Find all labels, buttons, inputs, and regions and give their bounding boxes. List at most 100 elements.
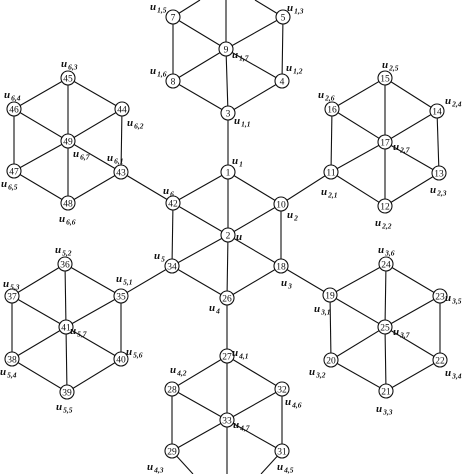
vertex-label: u1,3 [287, 2, 304, 16]
vertex-label: u2,7 [393, 141, 410, 155]
edge [227, 234, 282, 267]
edge [385, 359, 441, 392]
vertex-label: u3,1 [314, 303, 331, 317]
vertex-label: u1,7 [232, 49, 249, 63]
vertex-circle [165, 9, 181, 25]
vertex-circle [323, 164, 339, 180]
vertex-circle [219, 348, 235, 364]
vertex-number: 5 [281, 13, 286, 23]
vertex-label: u6,7 [73, 148, 90, 162]
edge [385, 263, 441, 297]
vertex-number: 10 [276, 200, 286, 210]
vertex-label: u5,7 [70, 325, 87, 339]
edge [225, 48, 283, 82]
edge [13, 108, 69, 142]
vertex-2: 2 [220, 227, 236, 243]
vertex-number: 9 [224, 45, 229, 55]
vertex-number: 15 [380, 74, 390, 84]
edge [280, 265, 331, 296]
edge [384, 110, 438, 143]
vertex-circle [164, 443, 180, 459]
vertex-label: u3 [281, 277, 292, 291]
vertex-circle [113, 351, 129, 367]
edge [13, 140, 69, 172]
vertex-number: 32 [277, 385, 287, 395]
vertex-24: 24 [378, 256, 394, 272]
edge [120, 265, 173, 297]
edge [384, 295, 441, 328]
edge [11, 326, 67, 360]
vertex-circle [377, 319, 393, 335]
vertex-19: 19 [322, 287, 338, 303]
edge [225, 16, 284, 50]
vertex-47: 47 [6, 163, 22, 179]
vertex-3: 3 [220, 105, 236, 121]
vertex-label: u1,1 [234, 115, 251, 129]
vertex-circle [57, 256, 73, 272]
vertex-number: 39 [62, 388, 72, 398]
vertex-label: u [236, 231, 242, 243]
vertex-10: 10 [273, 196, 289, 212]
edge [330, 171, 386, 207]
vertex-label: u5,5 [56, 401, 73, 415]
edge [67, 140, 122, 173]
edge [329, 263, 387, 296]
vertex-label: u2,6 [318, 89, 335, 103]
vertex-circle [58, 319, 74, 335]
edge [225, 48, 229, 114]
edge [226, 419, 283, 452]
edge [384, 326, 441, 361]
vertex-label: u6,1 [107, 152, 124, 166]
edge [330, 359, 387, 392]
vertex-17: 17 [377, 134, 393, 150]
vertex-label: u5,6 [126, 346, 143, 360]
edge [171, 202, 174, 267]
vertex-label: u5,4 [0, 366, 17, 380]
vertex-circle [431, 165, 447, 181]
vertex-label: u2 [287, 209, 298, 223]
vertex-circle [275, 9, 291, 25]
vertex-number: 33 [222, 416, 232, 426]
vertex-49: 49 [60, 133, 76, 149]
vertex-number: 46 [9, 105, 19, 115]
vertex-number: 23 [435, 292, 445, 302]
vertex-18: 18 [273, 258, 289, 274]
vertex-37: 37 [4, 288, 20, 304]
vertex-number: 44 [117, 105, 127, 115]
vertex-number: 1 [226, 168, 231, 178]
vertex-circle [219, 412, 235, 428]
vertex-number: 45 [63, 74, 73, 84]
vertex-23: 23 [432, 288, 448, 304]
edge [65, 295, 122, 328]
vertex-number: 43 [116, 168, 126, 178]
vertex-label: u5 [154, 250, 165, 264]
edge [226, 355, 283, 390]
edge [67, 108, 123, 142]
vertex-15: 15 [377, 70, 393, 86]
vertex-number: 16 [327, 105, 337, 115]
edge [11, 358, 68, 393]
vertex-circle [429, 103, 445, 119]
vertex-label: u3,7 [393, 326, 410, 340]
vertex-circle [377, 198, 393, 214]
vertex-circle [378, 256, 394, 272]
vertex-29: 29 [164, 443, 180, 459]
vertex-number: 38 [7, 355, 17, 365]
vertex-label: u4,6 [285, 396, 302, 410]
vertex-12: 12 [377, 198, 393, 214]
vertex-label: u6 [163, 185, 174, 199]
vertex-number: 34 [167, 262, 177, 272]
vertex-35: 35 [113, 288, 129, 304]
vertex-number: 12 [380, 202, 390, 212]
vertex-label: u2,5 [382, 59, 399, 73]
vertex-number: 21 [381, 387, 391, 397]
graph-nodes: 1234578910111213141516171819202122232425… [4, 9, 448, 459]
vertex-40: 40 [113, 351, 129, 367]
vertex-31: 31 [274, 443, 290, 459]
edge [11, 295, 67, 328]
vertex-circle [219, 290, 235, 306]
vertex-number: 14 [432, 107, 442, 117]
vertex-number: 3 [226, 109, 231, 119]
edge [331, 108, 386, 143]
